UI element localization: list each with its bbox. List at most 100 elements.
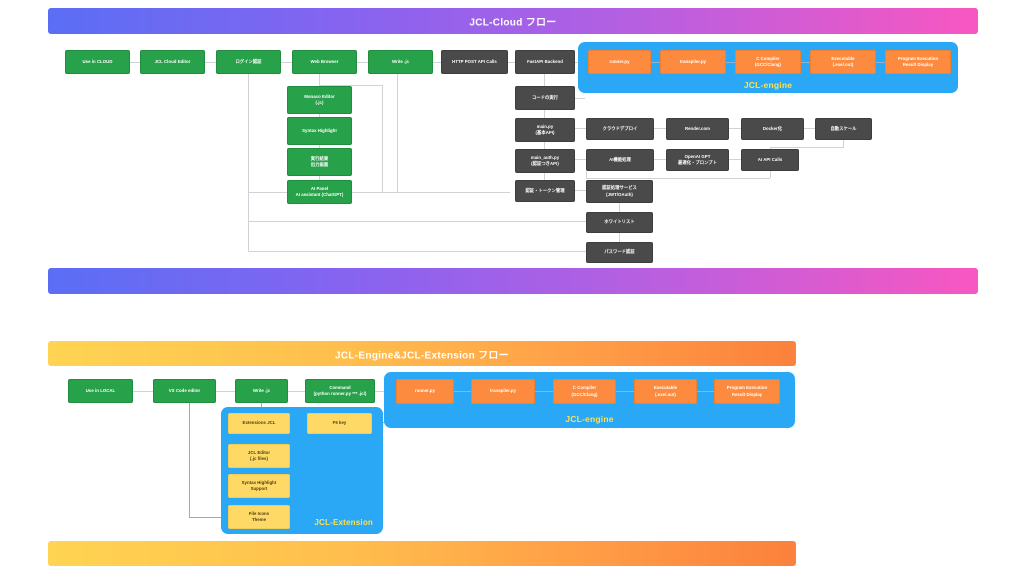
- node-write-jc-cloud[interactable]: Write .jc: [368, 50, 433, 74]
- connector-cloud-r1-c: [281, 62, 292, 63]
- connector-cloud-auth-service: [573, 190, 586, 191]
- connector-cloud-white-pass: [619, 233, 620, 242]
- connector-cloud-main-mainauth: [544, 141, 545, 152]
- node-engine-runner-cloud[interactable]: runner.py: [588, 50, 651, 74]
- node-fastapi-backend[interactable]: FastAPI Backend: [515, 50, 575, 74]
- jcl-engine-panel-label-local: JCL-engine: [565, 414, 614, 424]
- node-password-auth[interactable]: パスワード認証: [586, 242, 653, 263]
- connector-cloud-browser-drop: [319, 74, 320, 86]
- node-engine-compiler-cloud[interactable]: C Compiler (GCC/Clang): [735, 50, 801, 74]
- engine-extension-banner-title: JCL-Engine&JCL-Extension フロー: [335, 350, 509, 361]
- jcl-engine-panel-label-cloud: JCL-engine: [743, 80, 793, 90]
- node-monaco-editor[interactable]: Monaco Editor (.jc): [287, 86, 352, 114]
- connector-engine-cloud-d: [876, 62, 885, 63]
- connector-cloud-r1-f: [508, 62, 515, 63]
- connector-cloud-openai-aiapi: [729, 159, 741, 160]
- cloud-flow-banner-title: JCL-Cloud フロー: [469, 17, 557, 29]
- connector-cloud-write-to-http: [397, 192, 510, 193]
- connector-cloud-browser-wrap-top: [319, 85, 382, 86]
- node-jcl-cloud-editor[interactable]: JCL Cloud Editor: [140, 50, 205, 74]
- connector-ext-r1-c: [288, 391, 305, 392]
- node-syntax-highlight[interactable]: Syntax Highlight: [287, 117, 352, 145]
- connector-cloud-mainauth-auth: [544, 172, 545, 182]
- connector-cloud-main-cloud: [573, 128, 586, 129]
- node-engine-result-cloud[interactable]: Program Execution Result Display: [885, 50, 951, 74]
- cloud-flow-banner: JCL-Cloud フロー: [48, 8, 978, 34]
- node-main-auth-py[interactable]: main_auth.py (認証つきAPI): [515, 149, 575, 173]
- connector-cloud-aiapi-rail-v: [586, 171, 587, 178]
- connector-cloud-r1-a: [130, 62, 140, 63]
- connector-cloud-render-docker: [729, 128, 741, 129]
- connector-engine-local-d: [697, 391, 714, 392]
- connector-cloud-docker-scale: [804, 128, 815, 129]
- section-divider-purple: [48, 268, 978, 294]
- node-cloud-deploy[interactable]: クラウドデプロイ: [586, 118, 654, 140]
- node-file-icons-theme[interactable]: File Icons Theme: [228, 505, 290, 529]
- section-divider-orange: [48, 541, 796, 566]
- connector-cloud-mainauth-ai: [573, 159, 586, 160]
- engine-extension-banner: JCL-Engine&JCL-Extension フロー: [48, 341, 796, 366]
- node-syntax-highlight-support[interactable]: Syntax Highlight Support: [228, 474, 290, 498]
- node-http-post-api-calls[interactable]: HTTP POST API Calls: [441, 50, 508, 74]
- node-openai-gpt[interactable]: OpenAI GPT 最適化・プロンプト: [666, 149, 729, 171]
- connector-cloud-code-right: [573, 98, 585, 99]
- connector-cloud-rail-2: [248, 221, 586, 222]
- node-render-com[interactable]: Render.com: [666, 118, 729, 140]
- connector-engine-local-b: [535, 391, 553, 392]
- node-engine-transpiler-cloud[interactable]: transpiler.py: [660, 50, 726, 74]
- node-web-browser[interactable]: Web Browser: [292, 50, 357, 74]
- node-engine-compiler-local[interactable]: C Compiler (GCC/Clang): [553, 379, 616, 404]
- node-ai-api-calls[interactable]: AI API Calls: [741, 149, 799, 171]
- connector-ext-vscode-rail: [189, 517, 228, 518]
- node-use-in-cloud[interactable]: Use in CLOUD: [65, 50, 130, 74]
- connector-cloud-scale-down: [843, 140, 844, 147]
- node-auth-token[interactable]: 認証・トークン管理: [515, 180, 575, 202]
- node-ai-process[interactable]: AI機能処理: [586, 149, 654, 171]
- node-exec-result[interactable]: 実行結果 出力画面: [287, 148, 352, 176]
- node-vscode-editor[interactable]: VS Code editor: [153, 379, 216, 403]
- connector-ext-r1-a: [133, 391, 153, 392]
- node-engine-executable-local[interactable]: Executable (.exe/.out): [634, 379, 697, 404]
- connector-cloud-scale-rail: [770, 147, 844, 148]
- connector-ext-vscode-drop: [189, 403, 190, 517]
- connector-cloud-rail-left-v: [248, 192, 249, 252]
- connector-ext-r1-b: [216, 391, 235, 392]
- connector-cloud-aiapi-rail: [586, 178, 770, 179]
- connector-cloud-login-drop: [248, 74, 249, 249]
- connector-engine-cloud-a: [651, 62, 660, 63]
- connector-engine-local-c: [616, 391, 634, 392]
- node-use-in-local[interactable]: Use in LOCAL: [68, 379, 133, 403]
- connector-cloud-write-drop: [397, 74, 398, 192]
- node-engine-runner-local[interactable]: runner.py: [396, 379, 454, 404]
- node-engine-result-local[interactable]: Program Execution Result Display: [714, 379, 780, 404]
- node-ai-panel[interactable]: AI Panel AI assistant (ChatGPT): [287, 180, 352, 204]
- node-extensions-jcl[interactable]: Extensions JCL: [228, 413, 290, 434]
- node-dockerize[interactable]: Docker化: [741, 118, 804, 140]
- node-auto-scale[interactable]: 自動スケール: [815, 118, 872, 140]
- node-engine-transpiler-local[interactable]: transpiler.py: [471, 379, 535, 404]
- connector-cloud-fastapi-code: [544, 74, 545, 86]
- node-code-exec[interactable]: コードの実行: [515, 86, 575, 110]
- connector-cloud-ai-openai: [654, 159, 666, 160]
- node-command[interactable]: Command (python runner.py *** .jcl): [305, 379, 375, 403]
- jcl-extension-panel-label: JCL-Extension: [314, 518, 373, 527]
- connector-cloud-browser-wrap-side: [382, 85, 383, 192]
- connector-cloud-rail-3: [248, 251, 586, 252]
- node-main-py[interactable]: main.py (基本API): [515, 118, 575, 142]
- connector-cloud-r1-b: [205, 62, 216, 63]
- node-jcl-editor[interactable]: JCL Editor (.jc files): [228, 444, 290, 468]
- connector-cloud-aiapi-down: [770, 171, 771, 178]
- node-f5-key[interactable]: F5 key: [307, 413, 372, 434]
- node-auth-service[interactable]: 認証処理サービス (JWT/OAuth): [586, 180, 653, 203]
- connector-engine-cloud-c: [801, 62, 810, 63]
- connector-engine-local-a: [454, 391, 471, 392]
- connector-cloud-code-main: [544, 110, 545, 121]
- node-write-jc-local[interactable]: Write .jc: [235, 379, 288, 403]
- node-login-auth[interactable]: ログイン認証: [216, 50, 281, 74]
- node-whitelist[interactable]: ホワイトリスト: [586, 212, 653, 233]
- node-engine-executable-cloud[interactable]: Executable (.exe/.out): [810, 50, 876, 74]
- connector-cloud-r1-e: [433, 62, 441, 63]
- connector-cloud-authsvc-white: [619, 203, 620, 212]
- connector-cloud-r1-d: [357, 62, 368, 63]
